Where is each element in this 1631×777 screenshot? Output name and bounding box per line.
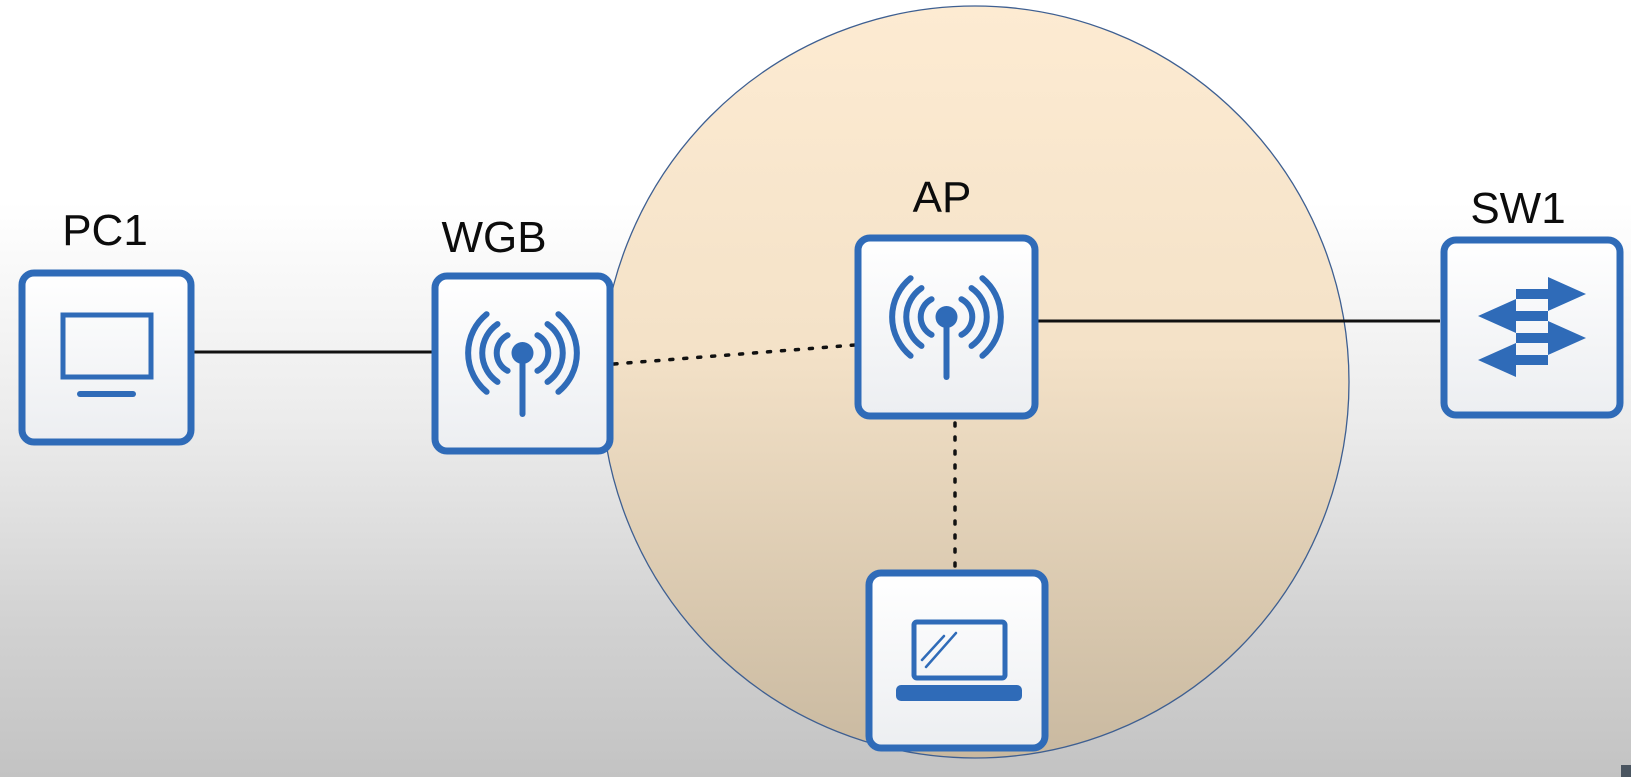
sw1-label: SW1 bbox=[1470, 184, 1566, 233]
pc1-label: PC1 bbox=[62, 206, 148, 255]
wireless-antenna-icon bbox=[465, 311, 580, 417]
pc1-device[interactable] bbox=[18, 269, 195, 446]
ap-device[interactable] bbox=[854, 234, 1039, 420]
wireless-antenna-icon bbox=[889, 275, 1004, 380]
corner-marker bbox=[1621, 765, 1631, 777]
desktop-computer-icon bbox=[60, 312, 154, 397]
switch-arrows-icon bbox=[1478, 277, 1586, 377]
ap-label: AP bbox=[912, 173, 972, 222]
laptop-icon bbox=[896, 619, 1022, 701]
sw1-device[interactable] bbox=[1440, 236, 1624, 419]
wgb-label: WGB bbox=[441, 213, 547, 262]
laptop-device[interactable] bbox=[865, 569, 1049, 752]
wgb-device[interactable] bbox=[431, 272, 614, 455]
link-wgb-ap-wireless bbox=[612, 343, 857, 366]
